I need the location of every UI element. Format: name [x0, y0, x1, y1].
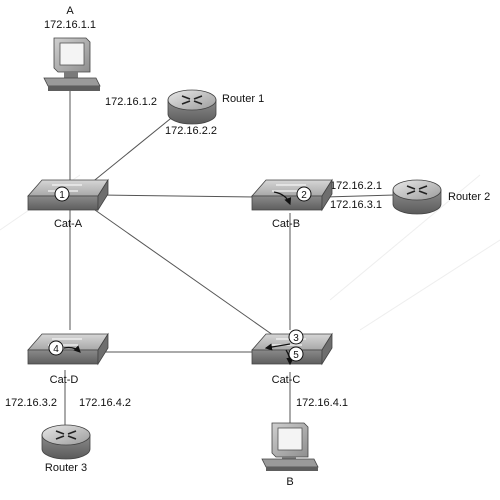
- host-b[interactable]: 172.16.4.1 B: [261, 397, 348, 488]
- host-a[interactable]: A 172.16.1.1: [43, 5, 101, 91]
- router-2-ip-top: 172.16.2.1: [330, 180, 382, 192]
- switch-arrows-icon: [272, 184, 306, 192]
- switch-cat-b-name: Cat-B: [272, 218, 300, 230]
- step-label-2: 2: [301, 190, 307, 201]
- switch-cat-a-name: Cat-A: [54, 218, 83, 230]
- router-icon: [392, 179, 442, 215]
- step-marker-5: [288, 346, 304, 362]
- link-cat-b-router2: [324, 194, 396, 198]
- router-2[interactable]: 172.16.2.1 172.16.3.1 Router 2: [330, 179, 490, 215]
- router-1[interactable]: 172.16.1.2 172.16.2.2 Router 1: [105, 89, 264, 137]
- step-marker-1: [54, 186, 70, 202]
- step-marker-3: [288, 329, 304, 345]
- switch-cat-b[interactable]: 2 Cat-B: [251, 178, 333, 230]
- network-links: [64, 90, 396, 425]
- flow-arrow-icon: [264, 343, 291, 351]
- switch-cat-d-name: Cat-D: [50, 374, 79, 386]
- host-b-name: B: [286, 476, 293, 488]
- router-3-name: Router 3: [45, 462, 87, 474]
- step-label-5: 5: [293, 350, 299, 361]
- switch-cat-a[interactable]: 1 Cat-A: [27, 178, 109, 230]
- host-a-ip: 172.16.1.1: [44, 19, 96, 31]
- link-cat-a-cat-c: [94, 209, 281, 341]
- router-2-ip-bottom: 172.16.3.1: [330, 199, 382, 211]
- flow-arrow-icon: [273, 191, 292, 206]
- switch-cat-d[interactable]: 4 Cat-D: [27, 332, 109, 386]
- router-icon: [41, 424, 91, 460]
- host-b-ip: 172.16.4.1: [296, 397, 348, 409]
- flow-arrow-icon: [63, 345, 81, 353]
- step-label-3: 3: [293, 333, 299, 344]
- computer-icon: [261, 422, 319, 471]
- step-marker-2: [296, 186, 312, 202]
- router-1-ip-top: 172.16.1.2: [105, 96, 157, 108]
- router-3-ip-right: 172.16.4.2: [79, 397, 131, 409]
- router-3[interactable]: 172.16.3.2 172.16.4.2 Router 3: [5, 397, 131, 474]
- switch-cat-c[interactable]: 3 5 Cat-C: [251, 329, 333, 386]
- host-a-name: A: [66, 5, 74, 17]
- switch-cat-c-name: Cat-C: [272, 374, 301, 386]
- router-1-ip-bottom: 172.16.2.2: [165, 125, 217, 137]
- router-icon: [167, 89, 217, 125]
- link-cat-a-cat-b: [99, 194, 256, 198]
- link-cat-a-router1: [84, 114, 176, 189]
- step-marker-4: [48, 340, 64, 356]
- router-3-ip-left: 172.16.3.2: [5, 397, 57, 409]
- router-1-name: Router 1: [222, 93, 264, 105]
- step-label-1: 1: [59, 190, 65, 201]
- step-label-4: 4: [53, 344, 59, 355]
- router-2-name: Router 2: [448, 191, 490, 203]
- computer-icon: [43, 37, 101, 91]
